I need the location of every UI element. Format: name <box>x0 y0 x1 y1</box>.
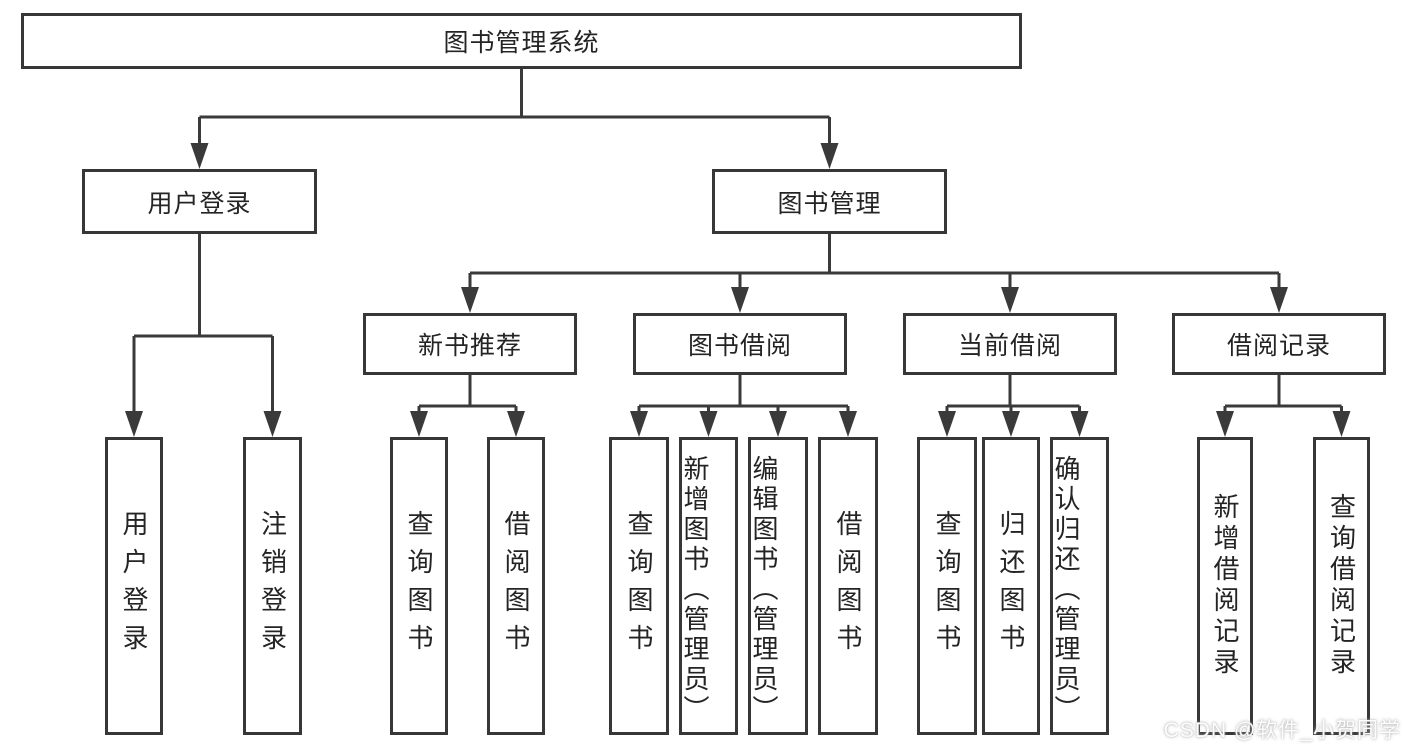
leaf-logout: 注销登录 <box>243 437 302 735</box>
leaf-recommend-query-books: 查询图书 <box>390 437 448 735</box>
node-new-book-recommend-label: 新书推荐 <box>417 332 522 360</box>
node-root-system-label: 图书管理系统 <box>443 29 600 57</box>
leaf-borrowing-query-books: 查询图书 <box>609 437 669 735</box>
node-new-book-recommend: 新书推荐 <box>363 313 577 375</box>
leaf-recommend-query-books-label: 查询图书 <box>404 510 434 662</box>
leaf-current-return-books-label: 归还图书 <box>996 510 1026 662</box>
leaf-records-add-record: 新增借阅记录 <box>1197 437 1253 735</box>
leaf-borrowing-edit-books-label: 编辑图书（管理员） <box>749 454 779 725</box>
node-book-borrowing: 图书借阅 <box>633 313 847 375</box>
node-book-management-label: 图书管理 <box>777 189 882 218</box>
leaf-borrowing-borrow-books-label: 借阅图书 <box>833 510 863 662</box>
leaf-current-query-books: 查询图书 <box>917 437 977 735</box>
leaf-current-return-books: 归还图书 <box>982 437 1040 735</box>
node-root-system: 图书管理系统 <box>21 13 1022 69</box>
leaf-borrowing-edit-books: 编辑图书（管理员） <box>748 437 808 735</box>
leaf-current-confirm-return-label: 确认归还（管理员） <box>1051 454 1081 725</box>
leaf-records-query-record-label: 查询借阅记录 <box>1326 493 1357 679</box>
leaf-records-query-record: 查询借阅记录 <box>1313 437 1370 735</box>
node-current-borrowing: 当前借阅 <box>903 313 1117 375</box>
leaf-logout-label: 注销登录 <box>257 510 288 662</box>
node-current-borrowing-label: 当前借阅 <box>957 332 1062 360</box>
leaf-borrowing-add-books-label: 新增图书（管理员） <box>680 454 710 725</box>
node-user-login-group: 用户登录 <box>82 169 317 234</box>
node-borrowing-records: 借阅记录 <box>1172 313 1386 375</box>
leaf-current-confirm-return: 确认归还（管理员） <box>1050 437 1109 735</box>
leaf-borrowing-borrow-books: 借阅图书 <box>818 437 878 735</box>
leaf-user-login: 用户登录 <box>105 437 163 735</box>
leaf-recommend-borrow-books: 借阅图书 <box>487 437 545 735</box>
node-book-borrowing-label: 图书借阅 <box>687 332 792 360</box>
leaf-borrowing-add-books: 新增图书（管理员） <box>679 437 738 735</box>
leaf-current-query-books-label: 查询图书 <box>932 510 962 662</box>
csdn-watermark: CSDN @软件_小贺同学 <box>1163 719 1401 742</box>
leaf-borrowing-query-books-label: 查询图书 <box>624 510 654 662</box>
node-user-login-group-label: 用户登录 <box>147 189 252 218</box>
leaf-recommend-borrow-books-label: 借阅图书 <box>501 510 531 662</box>
node-borrowing-records-label: 借阅记录 <box>1226 332 1331 360</box>
leaf-records-add-record-label: 新增借阅记录 <box>1210 493 1240 679</box>
leaf-user-login-label: 用户登录 <box>119 510 149 662</box>
node-book-management: 图书管理 <box>712 169 947 234</box>
